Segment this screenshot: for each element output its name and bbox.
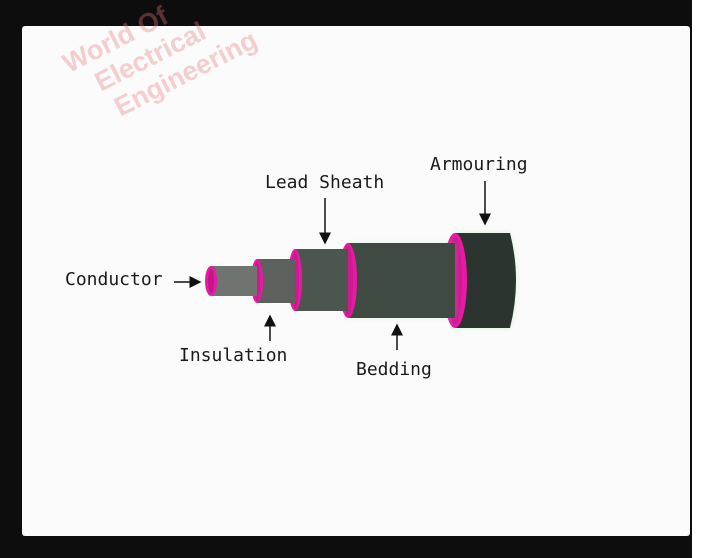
conductor-label: Conductor [65,269,163,290]
lead-sheath-layer [288,249,348,311]
insulation-layer [251,259,295,303]
insulation-label: Insulation [179,345,288,366]
bedding-layer [339,243,455,318]
lead-sheath-label: Lead Sheath [265,172,385,193]
armouring-label: Armouring [430,154,528,175]
bedding-label: Bedding [356,359,432,380]
frame-edge [692,0,720,558]
conductor-core [205,266,257,296]
